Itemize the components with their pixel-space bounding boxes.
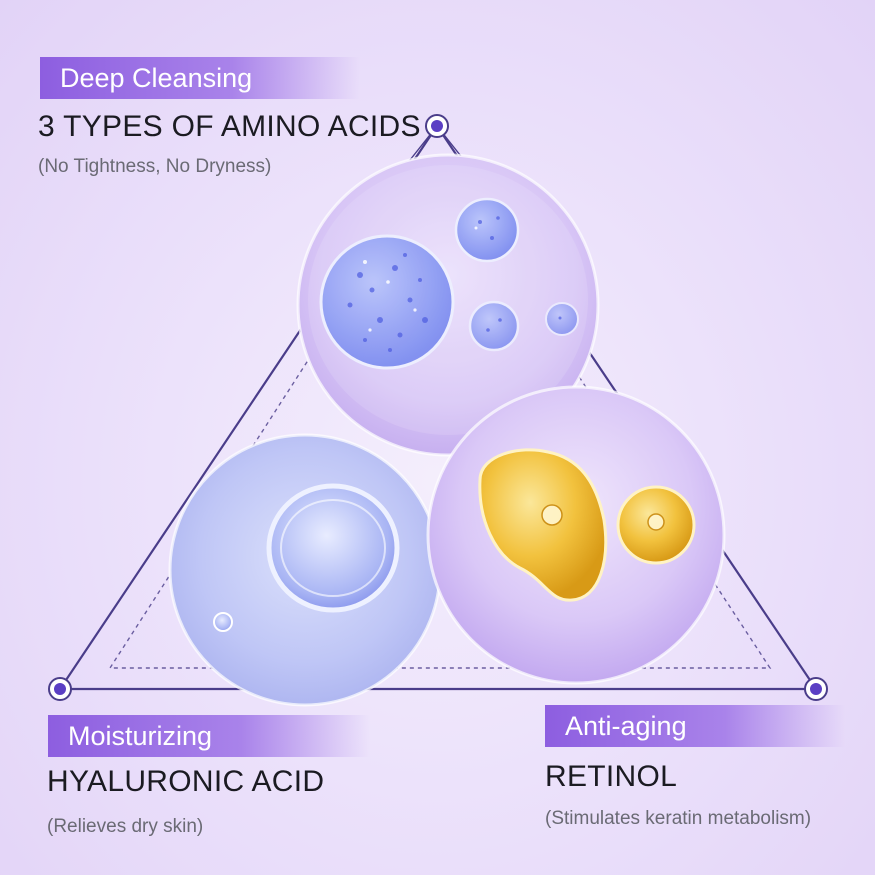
benefit-tag-moisturizing: Moisturizing	[48, 715, 370, 757]
amino-acid-bubbles-icon	[296, 153, 600, 457]
retinol-oil-drop-icon	[426, 385, 726, 685]
node-right-icon	[804, 677, 828, 701]
benefit-label-moisturizing: Moisturizing	[68, 721, 213, 751]
ingredient-hyaluronic-acid: HYALURONIC ACID	[47, 765, 325, 798]
hyaluronic-drop-icon	[168, 433, 442, 707]
node-left-icon	[48, 677, 72, 701]
benefit-label-antiaging: Anti-aging	[565, 711, 687, 741]
benefit-label-cleansing: Deep Cleansing	[60, 63, 253, 93]
note-amino-acids: (No Tightness, No Dryness)	[38, 156, 272, 177]
ingredient-amino-acids: 3 TYPES OF AMINO ACIDS	[38, 110, 421, 143]
note-hyaluronic-acid: (Relieves dry skin)	[47, 816, 204, 837]
node-top-icon	[425, 114, 449, 138]
benefit-tag-antiaging: Anti-aging	[545, 705, 845, 747]
note-retinol: (Stimulates keratin metabolism)	[545, 808, 812, 829]
ingredient-retinol: RETINOL	[545, 760, 678, 793]
benefit-tag-cleansing: Deep Cleansing	[40, 57, 360, 99]
